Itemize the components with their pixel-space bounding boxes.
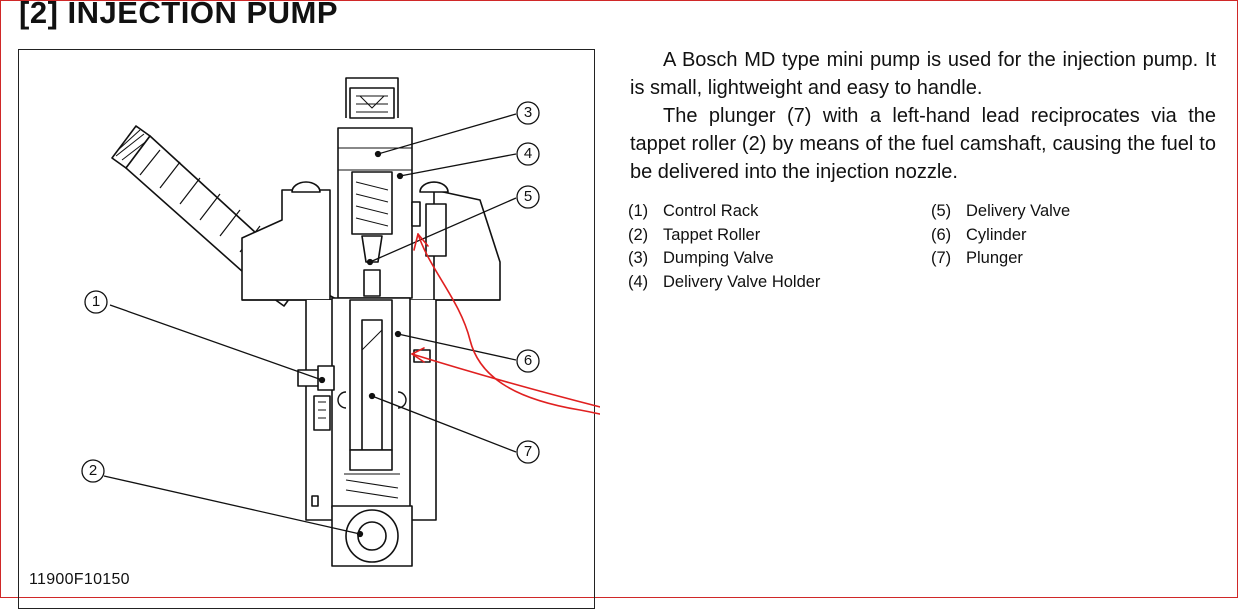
- figure-code: 11900F10150: [29, 571, 130, 588]
- legend-number: (7): [931, 249, 952, 267]
- parts-legend-column-1: (1) Control Rack (2) Tappet Roller (3) Dump…: [628, 200, 820, 294]
- description-text: A Bosch MD type mini pump is used for th…: [630, 46, 1216, 186]
- cylinder-and-plunger: [331, 297, 411, 509]
- page-title: [2] INJECTION PUMP: [19, 0, 339, 30]
- legend-item: (2) Tappet Roller: [628, 224, 820, 248]
- legend-number: (3): [628, 249, 649, 267]
- callout-leaders: [103, 113, 517, 538]
- parts-legend-column-2: (5) Delivery Valve (6) Cylinder (7) Plunger: [931, 200, 1070, 271]
- legend-label: Delivery Valve: [966, 202, 1071, 220]
- injection-pump-diagram: [81, 77, 600, 567]
- legend-item: (6) Cylinder: [931, 224, 1070, 248]
- callout-1: 1: [91, 293, 101, 310]
- legend-label: Control Rack: [663, 202, 759, 220]
- legend-item: (5) Delivery Valve: [931, 200, 1070, 224]
- callout-2: 2: [88, 462, 98, 479]
- legend-label: Cylinder: [966, 225, 1027, 244]
- callout-3: 3: [523, 104, 533, 121]
- tappet-roller: [311, 495, 413, 567]
- legend-number: (2): [628, 225, 649, 244]
- legend-item: (3) Dumping Valve: [628, 247, 820, 271]
- red-annotation-arrows: [411, 233, 600, 415]
- legend-label: Delivery Valve Holder: [663, 272, 821, 291]
- description-paragraph-2: The plunger (7) with a left-hand lead re…: [630, 105, 1216, 183]
- callout-4: 4: [523, 145, 533, 162]
- legend-label: Dumping Valve: [663, 249, 774, 267]
- description-paragraph-1: A Bosch MD type mini pump is used for th…: [630, 49, 1216, 99]
- delivery-valve: [351, 171, 393, 297]
- legend-label: Tappet Roller: [663, 225, 761, 244]
- legend-number: (4): [628, 272, 649, 291]
- legend-item: (7) Plunger: [931, 247, 1070, 271]
- callout-6: 6: [523, 352, 533, 369]
- callout-5: 5: [523, 188, 533, 205]
- legend-number: (5): [931, 202, 952, 220]
- legend-number: (1): [628, 202, 649, 220]
- legend-item: (1) Control Rack: [628, 200, 820, 224]
- callout-7: 7: [523, 443, 533, 460]
- control-rack: [297, 365, 335, 431]
- legend-item: (4) Delivery Valve Holder: [628, 271, 820, 295]
- legend-label: Plunger: [966, 249, 1023, 267]
- legend-number: (6): [931, 225, 952, 244]
- callout-circles: [81, 101, 540, 483]
